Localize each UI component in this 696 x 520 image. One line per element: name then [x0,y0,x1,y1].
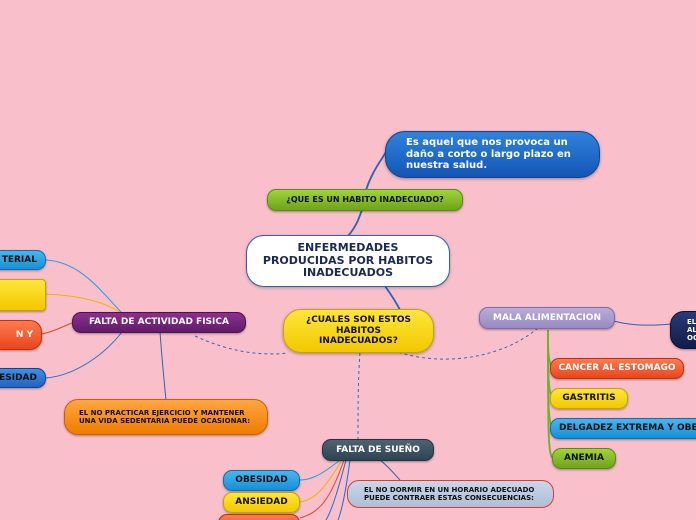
topic-lack-of-sleep-label: FALTA DE SUEÑO [336,444,420,455]
subtopic-activity-2[interactable] [0,279,46,311]
topic-activity-description-text: EL NO PRACTICAR EJERCICIO Y MANTENER UNA… [79,408,251,425]
subtopic-nutrition-partial-line2: AL [687,325,696,334]
topic-bad-nutrition-label: MALA ALIMENTACION [493,312,601,323]
subtopic-sleep-obesity-label: OBESIDAD [235,475,288,486]
link-nutrition-partial [609,319,673,326]
link-sleep-child4 [325,459,347,520]
link-sleep-question2 [357,351,361,441]
topic-question-which-line3: INADECUADOS? [319,336,398,347]
central-topic[interactable]: ENFERMEDADES PRODUCIDAS POR HABITOS INAD… [246,235,450,287]
link-sleep-child5 [337,459,351,520]
subtopic-activity-3-label: N Y [15,329,33,340]
subtopic-anemia[interactable]: ANEMIA [552,448,616,469]
topic-bad-nutrition[interactable]: MALA ALIMENTACION [479,307,615,329]
central-topic-line3: INADECUADOS [302,266,394,280]
topic-question-which-line1: ¿CUALES SON ESTOS [305,315,412,326]
link-nutrition-child4 [547,329,553,459]
link-activity-child2 [45,293,123,314]
subtopic-gastritis-label: GASTRITIS [562,393,616,404]
subtopic-nutrition-partial[interactable]: EL AL OC [670,311,696,349]
link-question1-answer [365,151,387,191]
link-activity-child1 [45,259,123,314]
topic-question-what-label: ¿QUE ES UN HABITO INADECUADO? [286,195,444,205]
subtopic-extreme-thinness[interactable]: DELGADEZ EXTREMA Y OBES [550,418,696,439]
topic-question-which[interactable]: ¿CUALES SON ESTOS HABITOS INADECUADOS? [283,309,434,353]
topic-lack-of-sleep[interactable]: FALTA DE SUEÑO [322,439,434,461]
link-activity-child3 [41,321,75,335]
subtopic-anemia-label: ANEMIA [564,453,604,464]
subtopic-extreme-thinness-label: DELGADEZ EXTREMA Y OBES [559,423,696,434]
subtopic-sleep-partial[interactable] [218,514,300,520]
subtopic-activity-3[interactable]: N Y [0,320,42,350]
subtopic-activity-1-label: TERIAL [1,254,37,265]
subtopic-sleep-anxiety[interactable]: ANSIEDAD [223,492,300,513]
subtopic-nutrition-partial-line1: EL [687,317,696,326]
subtopic-activity-1[interactable]: TERIAL [0,250,46,270]
subtopic-gastritis[interactable]: GASTRITIS [550,388,628,409]
topic-definition[interactable]: Es aquel que nos provoca un daño a corto… [385,131,600,178]
link-sleep-child2 [299,459,343,503]
subtopic-stomach-cancer[interactable]: CANCER AL ESTOMAGO [550,358,684,379]
subtopic-sleep-obesity[interactable]: OBESIDAD [223,470,300,491]
topic-physical-inactivity-label: FALTA DE ACTIVIDAD FISICA [89,317,229,328]
topic-activity-description[interactable]: EL NO PRACTICAR EJERCICIO Y MANTENER UNA… [64,399,268,435]
topic-physical-inactivity[interactable]: FALTA DE ACTIVIDAD FISICA [72,312,246,333]
topic-question-which-line2: HABITOS [336,325,381,336]
link-activity-question2 [194,335,289,355]
link-sleep-child1 [299,459,341,481]
link-activity-child4 [45,331,123,379]
topic-question-what[interactable]: ¿QUE ES UN HABITO INADECUADO? [267,189,463,211]
link-sleep-description [379,459,401,481]
subtopic-nutrition-partial-line3: OC [687,334,696,343]
topic-sleep-description-text: EL NO DORMIR EN UN HORARIO ADECUADO PUED… [364,485,535,502]
subtopic-activity-4-label: ESIDAD [0,372,37,383]
central-topic-line2: PRODUCIDAS POR HABITOS [262,253,434,267]
link-activity-description [159,331,167,401]
link-central-question2 [384,285,401,311]
topic-sleep-description[interactable]: EL NO DORMIR EN UN HORARIO ADECUADO PUED… [347,480,554,508]
subtopic-stomach-cancer-label: CANCER AL ESTOMAGO [558,363,676,374]
link-sleep-child3 [299,459,345,519]
subtopic-activity-4[interactable]: ESIDAD [0,368,46,388]
subtopic-sleep-anxiety-label: ANSIEDAD [235,497,288,508]
central-topic-line1: ENFERMEDADES [297,241,399,255]
topic-definition-text: Es aquel que nos provoca un daño a corto… [406,137,571,172]
